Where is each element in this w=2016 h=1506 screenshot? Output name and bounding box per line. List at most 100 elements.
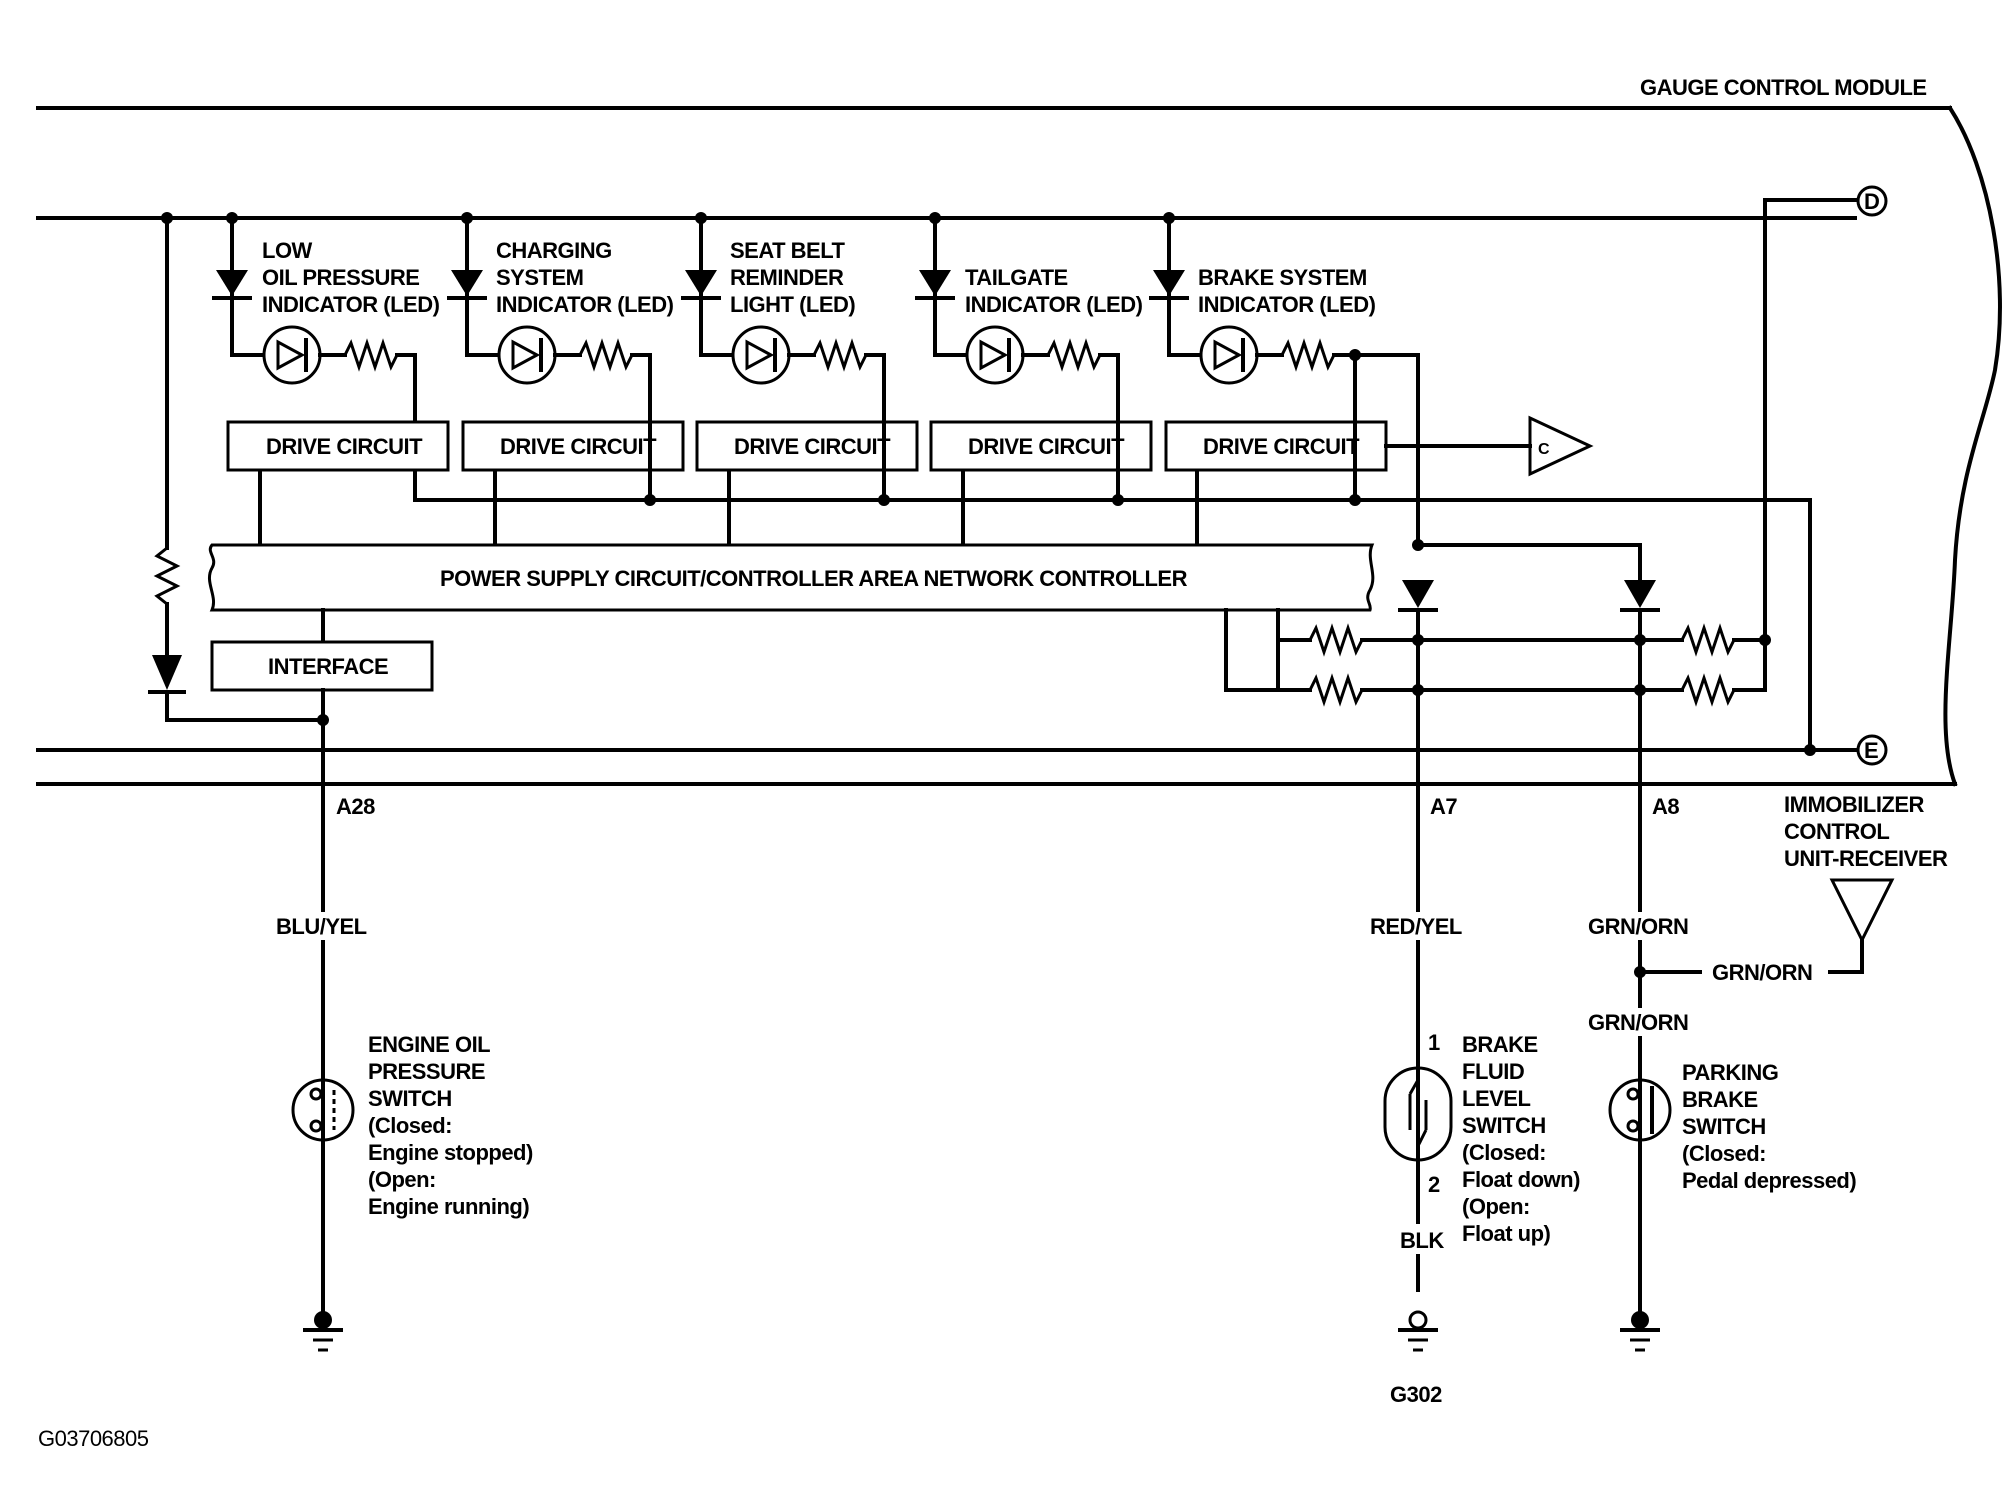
svg-text:DRIVE CIRCUIT: DRIVE CIRCUIT — [500, 434, 657, 459]
immobilizer-branch: GRN/ORN IMMOBILIZER CONTROL UNIT-RECEIVE… — [1634, 792, 1949, 985]
connector-c — [1528, 415, 1594, 477]
svg-text:(Open:: (Open: — [1462, 1194, 1530, 1219]
drive-common-bus — [413, 349, 1816, 756]
terminal-a7: A7 — [1430, 794, 1457, 819]
indicator-label-3: SEAT BELT REMINDER LIGHT (LED) — [730, 238, 856, 317]
svg-text:FLUID: FLUID — [1462, 1059, 1524, 1084]
diode-icon — [216, 270, 248, 296]
svg-text:(Closed:: (Closed: — [368, 1113, 452, 1138]
svg-text:Engine stopped): Engine stopped) — [368, 1140, 533, 1165]
indicator-label-5: BRAKE SYSTEM INDICATOR (LED) — [1198, 265, 1376, 317]
svg-text:SYSTEM: SYSTEM — [496, 265, 583, 290]
svg-text:BRAKE: BRAKE — [1462, 1032, 1538, 1057]
indicator-circuit-4 — [915, 212, 1120, 547]
diode-icon — [685, 270, 717, 296]
svg-text:Float up): Float up) — [1462, 1221, 1551, 1246]
indicator-circuit-1 — [212, 212, 417, 547]
connector-d-label: D — [1864, 189, 1879, 214]
wire-label-grn-orn-3: GRN/ORN — [1588, 1010, 1688, 1035]
engine-oil-pressure-switch: ENGINE OIL PRESSURE SWITCH (Closed: Engi… — [291, 1032, 534, 1219]
svg-text:(Closed:: (Closed: — [1682, 1141, 1766, 1166]
svg-text:Float down): Float down) — [1462, 1167, 1580, 1192]
module-title: GAUGE CONTROL MODULE — [1640, 75, 1927, 100]
drive-circuit-4: DRIVE CIRCUIT — [929, 420, 1153, 472]
svg-text:Pedal depressed): Pedal depressed) — [1682, 1168, 1856, 1193]
led-icon — [731, 325, 791, 385]
gauge-control-module-boundary — [36, 105, 2002, 787]
drive-circuit-3: DRIVE CIRCUIT — [695, 420, 919, 472]
svg-text:INTERFACE: INTERFACE — [268, 654, 388, 679]
indicator-circuit-2 — [447, 212, 652, 547]
interface-box: INTERFACE — [210, 608, 434, 1322]
svg-text:DRIVE CIRCUIT: DRIVE CIRCUIT — [968, 434, 1125, 459]
svg-text:BRAKE: BRAKE — [1682, 1087, 1758, 1112]
svg-text:ENGINE OIL: ENGINE OIL — [368, 1032, 490, 1057]
svg-text:DRIVE CIRCUIT: DRIVE CIRCUIT — [266, 434, 423, 459]
svg-text:CHARGING: CHARGING — [496, 238, 612, 263]
terminal-a28: A28 — [336, 794, 375, 819]
svg-text:LOW: LOW — [262, 238, 313, 263]
brake-fluid-level-switch: 1 2 BRAKE FLUID LEVEL SWITCH (Closed: Fl… — [1383, 1030, 1581, 1246]
svg-text:BRAKE SYSTEM: BRAKE SYSTEM — [1198, 265, 1367, 290]
svg-text:INDICATOR (LED): INDICATOR (LED) — [496, 292, 674, 317]
wire-label-red-yel: RED/YEL — [1370, 914, 1462, 939]
svg-text:UNIT-RECEIVER: UNIT-RECEIVER — [1784, 846, 1948, 871]
parking-brake-switch: PARKING BRAKE SWITCH (Closed: Pedal depr… — [1608, 1060, 1857, 1193]
led-icon — [497, 325, 557, 385]
led-icon — [1199, 325, 1259, 385]
svg-text:(Closed:: (Closed: — [1462, 1140, 1546, 1165]
wire-label-blk: BLK — [1400, 1228, 1444, 1253]
connector-c-branch: C — [1384, 415, 1594, 477]
connector-d — [1856, 185, 1888, 217]
svg-text:1: 1 — [1428, 1030, 1440, 1055]
svg-text:CONTROL: CONTROL — [1784, 819, 1889, 844]
controller-bar: POWER SUPPLY CIRCUIT/CONTROLLER AREA NET… — [207, 543, 1375, 612]
wire-label-grn-orn-1: GRN/ORN — [1588, 914, 1688, 939]
svg-text:INDICATOR (LED): INDICATOR (LED) — [1198, 292, 1376, 317]
svg-text:PRESSURE: PRESSURE — [368, 1059, 485, 1084]
ground-rail-e: E — [36, 734, 1888, 766]
resistor-icon — [1280, 338, 1336, 372]
indicator-circuit-5 — [1149, 212, 1357, 547]
ground-label-g302: G302 — [1390, 1382, 1442, 1407]
resistor-icon — [343, 338, 399, 372]
resistor-icon — [578, 338, 634, 372]
drive-circuit-1: DRIVE CIRCUIT — [226, 420, 450, 472]
svg-text:LIGHT (LED): LIGHT (LED) — [730, 292, 855, 317]
svg-text:LEVEL: LEVEL — [1462, 1086, 1530, 1111]
ground-g302-icon — [1398, 1310, 1438, 1352]
svg-text:TAILGATE: TAILGATE — [965, 265, 1068, 290]
led-icon — [965, 325, 1025, 385]
svg-text:SWITCH: SWITCH — [368, 1086, 452, 1111]
indicator-label-1: LOW OIL PRESSURE INDICATOR (LED) — [262, 238, 440, 317]
indicator-label-4: TAILGATE INDICATOR (LED) — [965, 265, 1143, 317]
svg-text:IMMOBILIZER: IMMOBILIZER — [1784, 792, 1925, 817]
left-branch — [148, 212, 325, 722]
wire-label-grn-orn-2: GRN/ORN — [1712, 960, 1812, 985]
svg-text:(Open:: (Open: — [368, 1167, 436, 1192]
diode-icon — [451, 270, 483, 296]
resistor-icon — [1046, 338, 1102, 372]
svg-text:DRIVE CIRCUIT: DRIVE CIRCUIT — [1203, 434, 1360, 459]
svg-text:OIL PRESSURE: OIL PRESSURE — [262, 265, 419, 290]
svg-text:SWITCH: SWITCH — [1462, 1113, 1546, 1138]
ground-icon — [303, 1311, 343, 1352]
ground-icon — [1620, 1311, 1660, 1352]
svg-text:2: 2 — [1428, 1172, 1440, 1197]
drive-circuit-5: DRIVE CIRCUIT — [1164, 420, 1388, 472]
indicator-label-2: CHARGING SYSTEM INDICATOR (LED) — [496, 238, 674, 317]
diode-icon — [919, 270, 951, 296]
connector-e — [1856, 734, 1888, 766]
svg-text:INDICATOR (LED): INDICATOR (LED) — [965, 292, 1143, 317]
drive-circuit-2: DRIVE CIRCUIT — [461, 420, 685, 472]
svg-text:SWITCH: SWITCH — [1682, 1114, 1766, 1139]
svg-text:SEAT BELT: SEAT BELT — [730, 238, 846, 263]
supply-rail-d: D — [36, 185, 1888, 220]
brake-diode-network — [1224, 216, 1771, 1322]
svg-text:INDICATOR (LED): INDICATOR (LED) — [262, 292, 440, 317]
connector-e-label: E — [1864, 738, 1878, 763]
wire-label-blu-yel: BLU/YEL — [276, 914, 367, 939]
resistor-icon — [812, 338, 868, 372]
antenna-icon — [1829, 878, 1895, 944]
svg-text:PARKING: PARKING — [1682, 1060, 1778, 1085]
